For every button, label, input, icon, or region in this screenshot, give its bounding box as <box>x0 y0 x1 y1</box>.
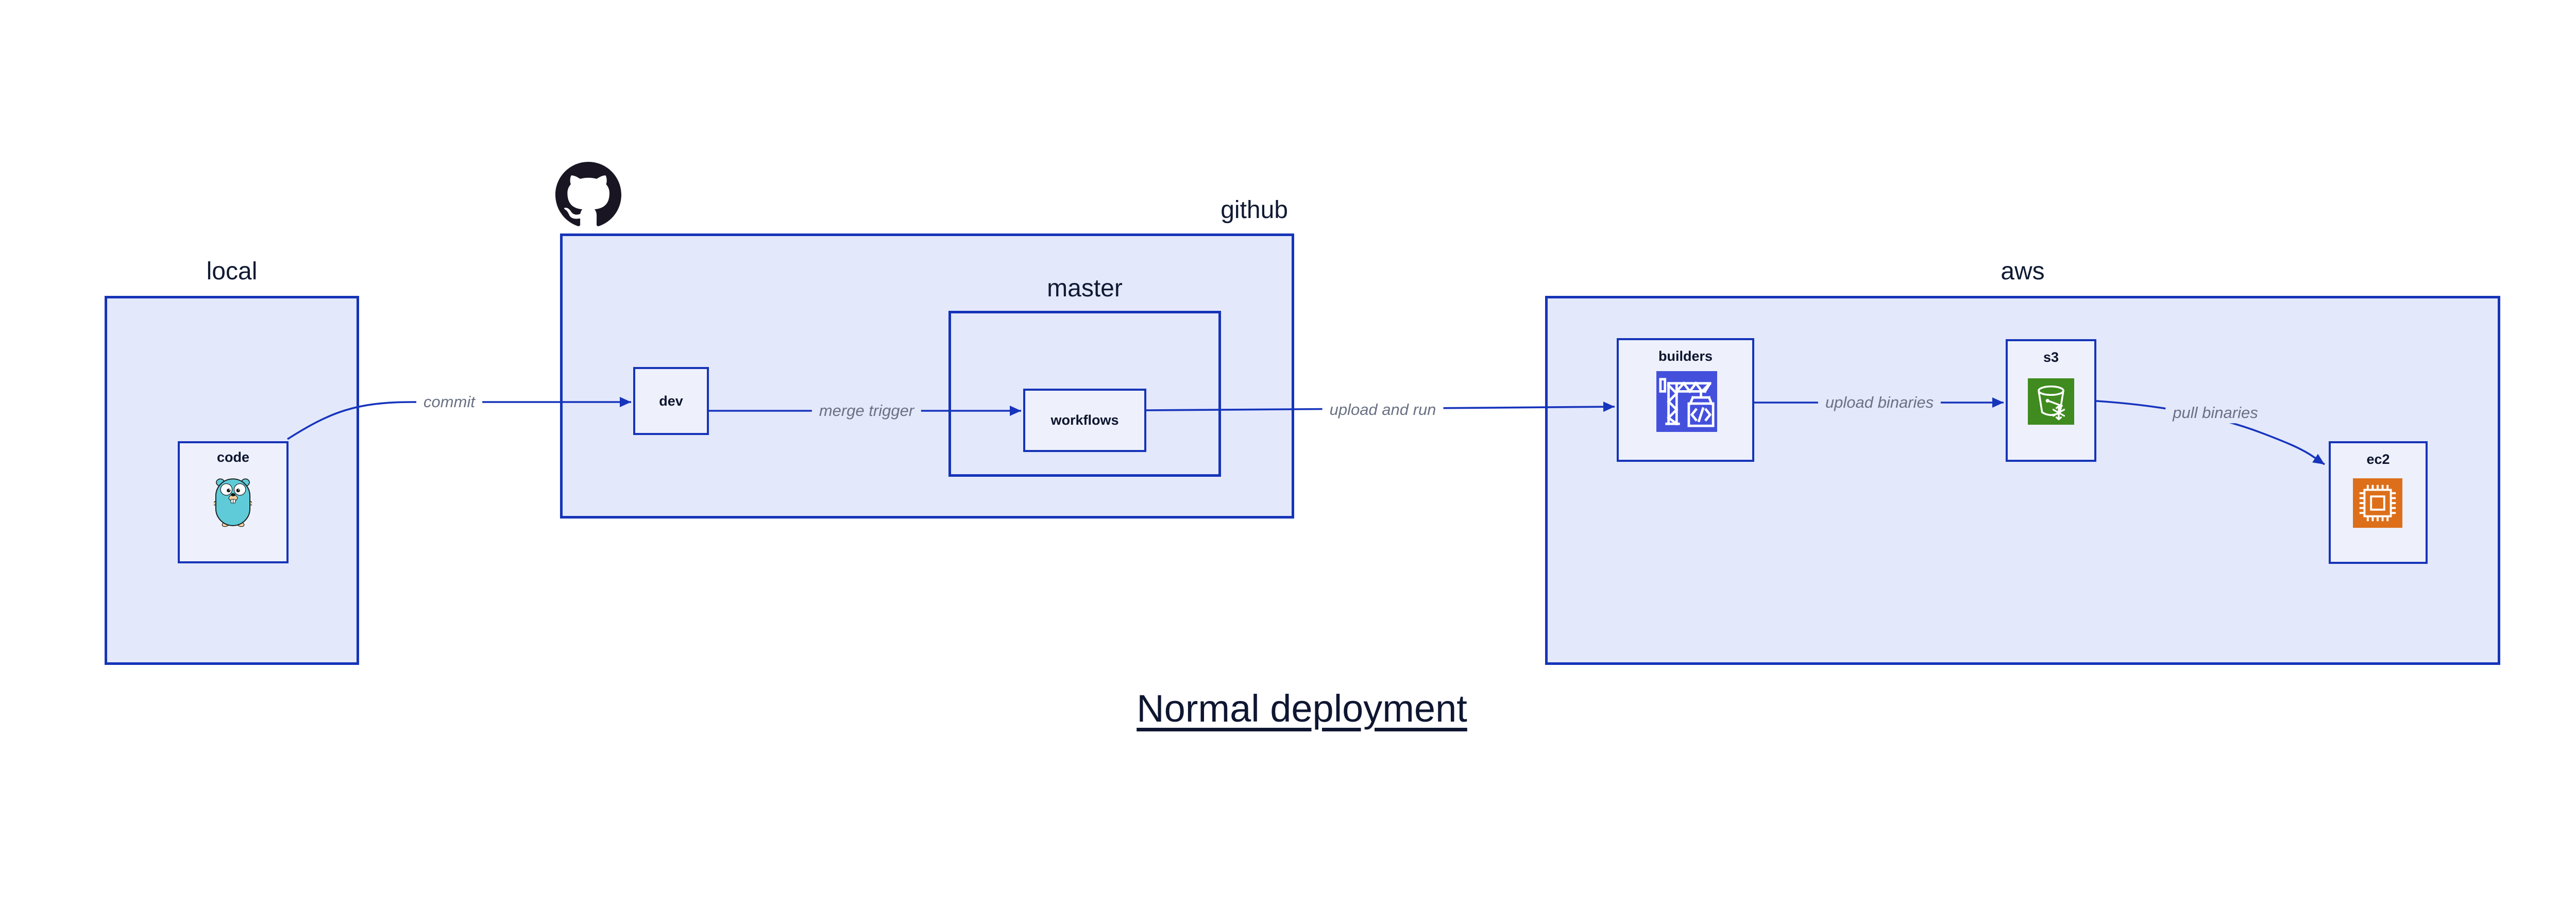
go-gopher-icon <box>214 478 252 527</box>
ec2-chip-icon <box>2353 478 2402 528</box>
edge-label-merge-trigger: merge trigger <box>811 400 922 421</box>
node-label-dev: dev <box>659 393 683 409</box>
edge-label-commit: commit <box>416 392 482 412</box>
edge-label-upload-and-run: upload and run <box>1322 399 1444 420</box>
node-dev: dev <box>633 367 709 435</box>
container-label-github: github <box>1221 196 1288 224</box>
node-label-builders: builders <box>1658 348 1713 364</box>
node-label-ec2: ec2 <box>2366 452 2390 467</box>
codebuild-crane-icon <box>1656 371 1717 432</box>
diagram-title: Normal deployment <box>0 687 2576 730</box>
node-label-workflows: workflows <box>1050 412 1119 428</box>
diagram-title-text: Normal deployment <box>1137 687 1467 730</box>
s3-bucket-icon <box>2028 378 2074 425</box>
github-octocat-logo-icon <box>555 162 621 226</box>
container-label-master: master <box>1047 275 1123 302</box>
edge-label-upload-binaries: upload binaries <box>1818 392 1941 413</box>
container-label-local: local <box>206 258 258 285</box>
container-label-aws: aws <box>2001 258 2045 285</box>
node-label-code: code <box>216 449 250 465</box>
edge-label-pull-binaries: pull binaries <box>2165 403 2265 423</box>
node-workflows: workflows <box>1023 389 1146 452</box>
node-label-s3: s3 <box>2043 349 2059 365</box>
